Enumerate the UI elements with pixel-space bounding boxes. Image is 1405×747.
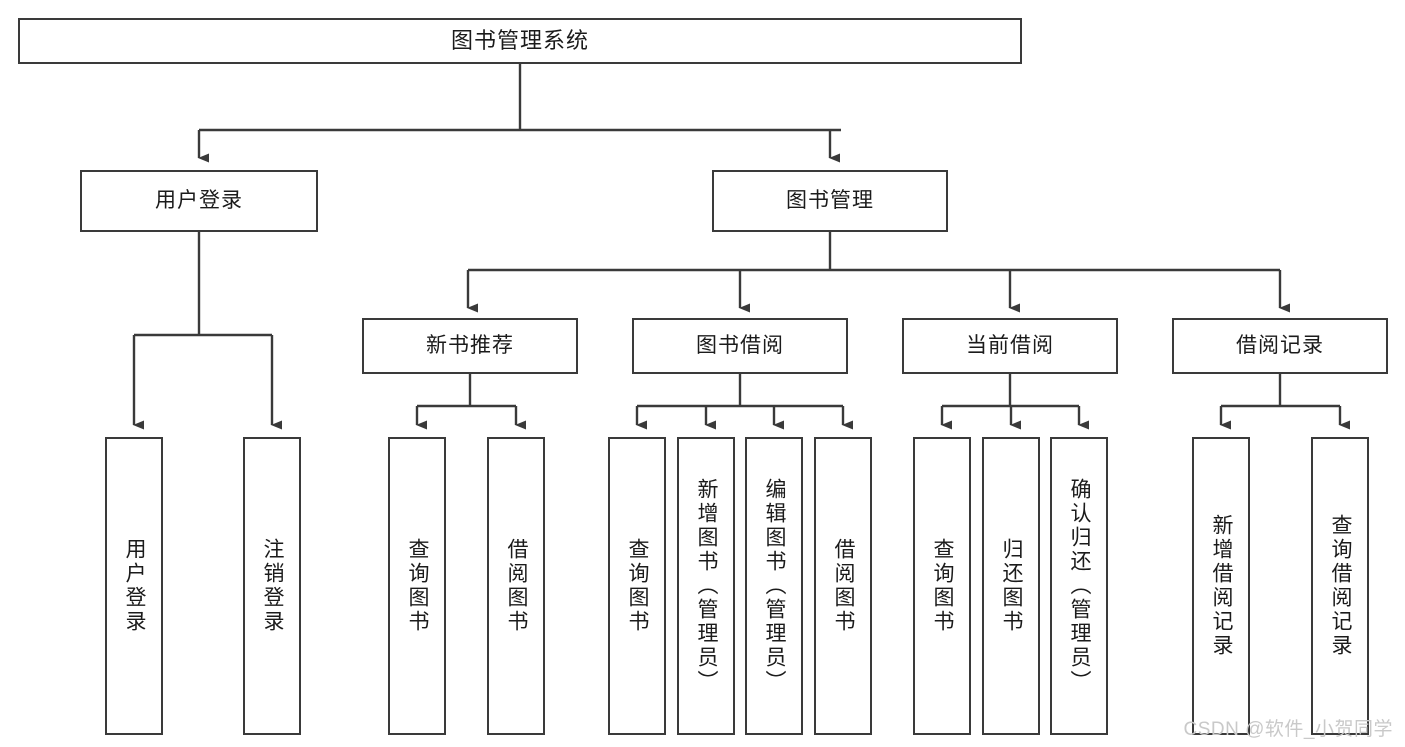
node-leaf-add-borrow-record[interactable]: 新增借阅记录 [1192,437,1250,735]
node-book-borrow-label: 图书借阅 [696,334,784,358]
node-leaf-borrow-book-rec[interactable]: 借阅图书 [487,437,545,735]
node-leaf-add-book-admin-label: 新增图书（管理员） [695,478,718,694]
node-leaf-return-book-label: 归还图书 [1000,538,1023,634]
edge-root-to-level2 [197,64,841,163]
node-new-book-recommend[interactable]: 新书推荐 [362,318,578,374]
edge-book-borrow-to-leaves [635,374,853,430]
node-book-borrow[interactable]: 图书借阅 [632,318,848,374]
node-new-book-recommend-label: 新书推荐 [426,334,514,358]
node-leaf-return-book[interactable]: 归还图书 [982,437,1040,735]
node-current-borrow-label: 当前借阅 [966,334,1054,358]
node-leaf-borrow-book[interactable]: 借阅图书 [814,437,872,735]
node-leaf-query-book-borrow[interactable]: 查询图书 [608,437,666,735]
node-leaf-query-borrow-record-label: 查询借阅记录 [1329,514,1352,658]
node-leaf-borrow-book-rec-label: 借阅图书 [505,538,528,634]
node-leaf-logout[interactable]: 注销登录 [243,437,301,735]
node-user-login[interactable]: 用户登录 [80,170,318,232]
node-leaf-query-book-borrow-label: 查询图书 [626,538,649,634]
node-leaf-edit-book-admin[interactable]: 编辑图书（管理员） [745,437,803,735]
edge-new-book-recommend-to-leaves [415,374,526,430]
node-leaf-add-borrow-record-label: 新增借阅记录 [1210,514,1233,658]
edge-borrow-record-to-leaves [1219,374,1350,430]
node-leaf-logout-label: 注销登录 [261,538,284,634]
edge-current-borrow-to-leaves [940,374,1089,430]
node-book-manage[interactable]: 图书管理 [712,170,948,232]
node-leaf-query-book-rec-label: 查询图书 [406,538,429,634]
node-leaf-query-book-cur[interactable]: 查询图书 [913,437,971,735]
node-leaf-add-book-admin[interactable]: 新增图书（管理员） [677,437,735,735]
node-root-system-label: 图书管理系统 [450,27,589,53]
node-leaf-user-login[interactable]: 用户登录 [105,437,163,735]
node-user-login-label: 用户登录 [155,189,243,213]
node-borrow-record-label: 借阅记录 [1236,334,1324,358]
node-leaf-query-borrow-record[interactable]: 查询借阅记录 [1311,437,1369,735]
node-leaf-query-book-cur-label: 查询图书 [931,538,954,634]
node-leaf-borrow-book-label: 借阅图书 [832,538,855,634]
node-leaf-edit-book-admin-label: 编辑图书（管理员） [763,478,786,694]
edge-user-login-to-leaves [132,232,282,430]
edge-book-manage-to-level3 [466,232,1290,313]
node-book-manage-label: 图书管理 [786,189,874,213]
node-leaf-confirm-return-admin[interactable]: 确认归还（管理员） [1050,437,1108,735]
node-borrow-record[interactable]: 借阅记录 [1172,318,1388,374]
csdn-watermark: CSDN @软件_小贺同学 [1183,719,1393,740]
node-leaf-user-login-label: 用户登录 [123,538,146,634]
node-current-borrow[interactable]: 当前借阅 [902,318,1118,374]
node-leaf-query-book-rec[interactable]: 查询图书 [388,437,446,735]
node-leaf-confirm-return-admin-label: 确认归还（管理员） [1068,478,1091,694]
node-root-system[interactable]: 图书管理系统 [18,18,1022,64]
